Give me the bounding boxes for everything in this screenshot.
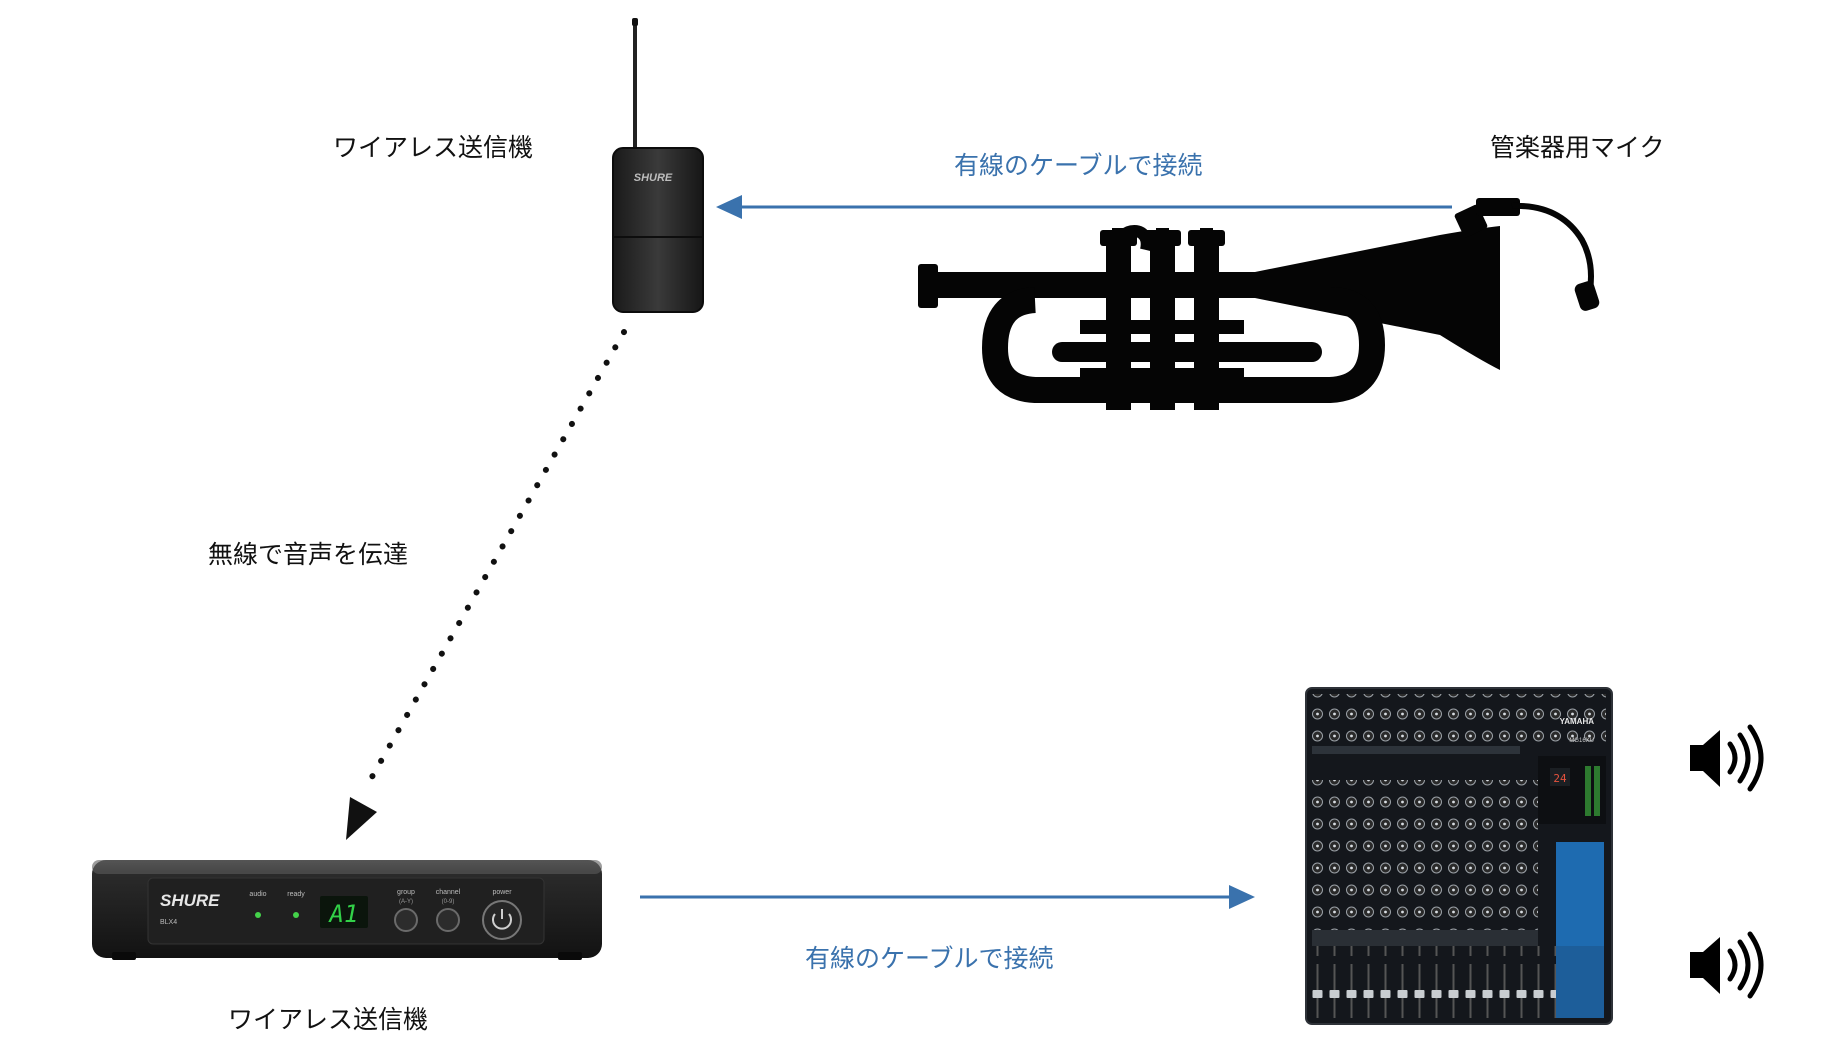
- mixer-brand: YAMAHA: [1560, 717, 1595, 726]
- ready-led: [293, 912, 299, 918]
- group-label: group: [397, 889, 415, 896]
- receiver-ready-label: ready: [287, 891, 305, 898]
- power-label: power: [492, 889, 512, 896]
- mixer-model: MG16XU: [1569, 738, 1594, 744]
- trumpet-icon: [918, 198, 1600, 410]
- channel-display-value: A1: [328, 900, 359, 928]
- power-button: [482, 900, 522, 940]
- receiver-brand: SHURE: [160, 891, 220, 910]
- svg-text:24: 24: [1553, 772, 1567, 785]
- wireless-transmission-arrow: [346, 329, 627, 840]
- audio-led: [255, 912, 261, 918]
- speaker-icon: [1690, 931, 1764, 999]
- mixing-console: 24 YAMAHA MG16XU: [1305, 687, 1613, 1025]
- channel-label: channel: [436, 889, 461, 896]
- mic-label: 管楽器用マイク: [1490, 133, 1665, 162]
- transmitter-label-bottom: ワイアレス送信機: [228, 1005, 429, 1034]
- receiver-model: BLX4: [160, 919, 177, 926]
- group-button: [394, 908, 418, 932]
- receiver-audio-label: audio: [249, 891, 266, 898]
- transmitter-label-top: ワイアレス送信機: [333, 133, 534, 162]
- speaker-icon: [1690, 724, 1764, 792]
- wired-connection-arrow-top: [716, 195, 1452, 219]
- wired-connection-label-bottom: 有線のケーブルで接続: [805, 944, 1054, 973]
- wireless-receiver: SHURE BLX4 audio ready A1 group (A-Y) ch…: [92, 860, 602, 960]
- group-range: (A-Y): [399, 899, 413, 905]
- channel-display: [320, 896, 368, 928]
- channel-range: (0-9): [442, 899, 455, 905]
- bodypack-brand: SHURE: [634, 172, 673, 184]
- channel-button: [436, 908, 460, 932]
- wired-connection-label-top: 有線のケーブルで接続: [954, 151, 1203, 180]
- wireless-transmission-label: 無線で音声を伝達: [208, 540, 409, 569]
- bodypack-transmitter: SHURE: [612, 18, 704, 313]
- wired-connection-arrow-bottom: [640, 885, 1255, 909]
